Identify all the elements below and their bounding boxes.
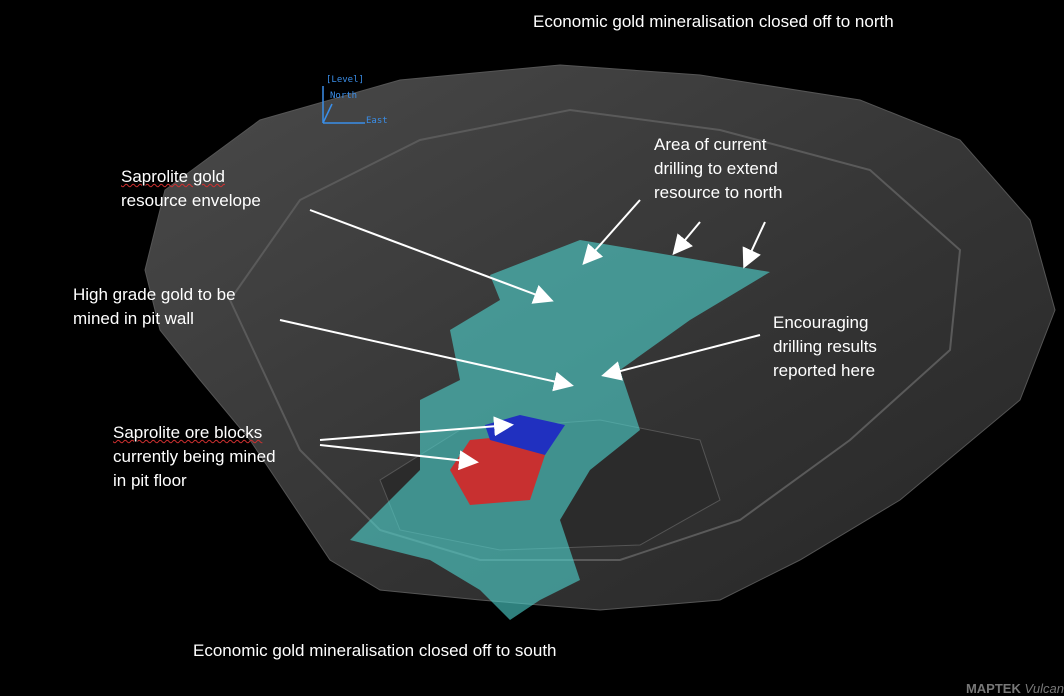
label-high-grade: High grade gold to be mined in pit wall: [73, 283, 236, 331]
label-line: Area of current: [654, 135, 767, 154]
annotation-arrows: [279, 199, 766, 471]
label-line: mined in pit wall: [73, 309, 194, 328]
arrow-envelope: [309, 209, 554, 304]
label-line: in pit floor: [113, 471, 187, 490]
label-drilling-north: Area of current drilling to extend resou…: [654, 133, 783, 205]
label-line: reported here: [773, 361, 876, 380]
label-line: resource envelope: [121, 191, 261, 210]
label-line: High grade gold to be: [73, 285, 236, 304]
label-envelope: Saprolite gold resource envelope: [121, 165, 261, 213]
label-line: Saprolite gold: [121, 167, 225, 186]
label-line: drilling to extend: [654, 159, 778, 178]
label-line: currently being mined: [113, 447, 276, 466]
logo-product: Vulcan: [1024, 681, 1064, 696]
axis-north-label: North: [330, 91, 358, 101]
maptek-vulcan-logo: MAPTEK Vulcan: [966, 681, 1064, 696]
arrow-ore-blue: [319, 416, 514, 441]
axis-widget-lines: [322, 86, 365, 124]
arrow-high-grade: [279, 319, 574, 392]
title-south: Economic gold mineralisation closed off …: [193, 641, 557, 660]
arrow-encouraging: [601, 334, 761, 381]
axis-level-label: [Level]: [326, 75, 364, 85]
logo-brand: MAPTEK: [965, 681, 1021, 696]
arrow-drilling-1: [582, 199, 641, 265]
label-line: resource to north: [654, 183, 783, 202]
title-north: Economic gold mineralisation closed off …: [533, 12, 894, 31]
arrow-drilling-2: [672, 221, 701, 256]
axis-east-label: East: [366, 116, 388, 126]
arrow-ore-red: [319, 444, 479, 471]
label-line: drilling results: [773, 337, 877, 356]
label-encouraging: Encouraging drilling results reported he…: [773, 311, 877, 383]
label-line: Saprolite ore blocks: [113, 423, 263, 442]
label-line: Encouraging: [773, 313, 869, 332]
arrow-drilling-3: [742, 221, 766, 269]
label-ore-blocks: Saprolite ore blocks currently being min…: [113, 421, 276, 493]
